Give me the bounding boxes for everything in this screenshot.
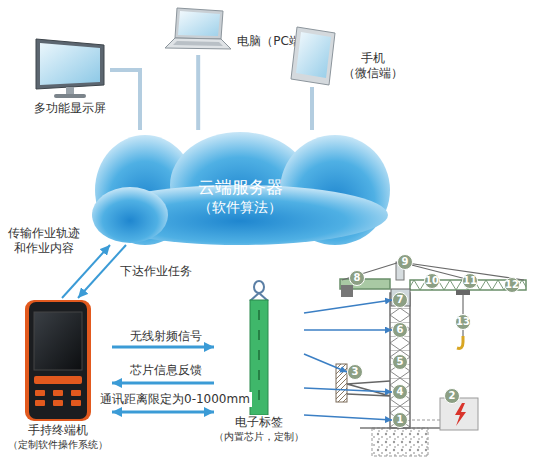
phone-tablet-icon <box>287 25 339 87</box>
connector <box>196 55 200 130</box>
callout-number: 11 <box>463 274 477 288</box>
callout-number: 12 <box>504 277 520 293</box>
counterweight <box>341 285 353 297</box>
node-icon <box>163 5 233 55</box>
handheld-terminal-text: 手持终端机 <box>8 423 108 438</box>
callout-number: 7 <box>397 293 404 307</box>
electronic-tag-text: 电子标签 <box>214 415 304 430</box>
callout-number: 13 <box>455 314 471 330</box>
callout-number: 1 <box>392 412 408 428</box>
text-group: 10 <box>425 274 439 288</box>
connector <box>310 87 314 130</box>
power-cable <box>410 420 440 421</box>
callout-number: 8 <box>354 271 361 285</box>
edge-label: 传输作业轨迹和作业内容 <box>4 226 84 256</box>
callout-number: 3 <box>347 364 363 380</box>
trolley <box>456 290 470 295</box>
connector <box>112 411 214 414</box>
wall-tie <box>347 381 390 396</box>
callout-number: 5 <box>392 354 408 370</box>
text-group: 电子标签（内置芯片，定制） <box>214 415 304 443</box>
electronic-tag-text: （内置芯片，定制） <box>214 430 304 443</box>
handheld-terminal-text: （定制软件操作系统） <box>8 438 108 451</box>
text-group: 多功能显示屏 <box>34 101 106 116</box>
text-group: 8 <box>354 271 361 285</box>
callout-number: 10 <box>424 273 440 289</box>
callout-number: 13 <box>456 315 470 329</box>
lightning-symbol <box>455 403 466 426</box>
connector <box>304 354 347 372</box>
cloud-server: 云端服务器（软件算法） <box>90 130 390 245</box>
callout-number: 9 <box>402 255 409 269</box>
connector <box>112 346 214 349</box>
connector <box>304 388 392 392</box>
display-screen-icon <box>30 35 110 101</box>
text-group: 7 <box>397 293 404 307</box>
text-group: 云端服务器（软件算法） <box>198 176 283 217</box>
text-group: 2 <box>449 389 456 403</box>
text-group: 手持终端机（定制软件操作系统） <box>8 423 108 451</box>
node-icon <box>287 25 339 87</box>
connector <box>304 415 392 420</box>
callout-number: 10 <box>425 274 439 288</box>
callout-number: 4 <box>392 384 408 400</box>
text-group: 13 <box>456 315 470 329</box>
connector <box>110 70 140 130</box>
callout-number: 11 <box>462 273 478 289</box>
text-group: 11 <box>463 274 477 288</box>
edge-label: 芯片信息反馈 <box>128 363 204 378</box>
edge-label: 无线射频信号 <box>128 329 204 344</box>
mast <box>390 293 410 428</box>
electric-box <box>440 398 478 430</box>
hook <box>457 336 463 348</box>
callout-number: 6 <box>392 322 408 338</box>
handheld-terminal: 手持终端机（定制软件操作系统） <box>4 298 112 451</box>
callout-number: 5 <box>397 355 404 369</box>
callout-number: 6 <box>397 323 404 337</box>
text-group: 9 <box>402 255 409 269</box>
callout-number: 7 <box>392 292 408 308</box>
handheld-terminal-icon <box>23 298 93 423</box>
text-group: 4 <box>397 385 404 399</box>
text-group: 5 <box>397 355 404 369</box>
callout-number: 12 <box>505 278 519 292</box>
electronic-tag: 电子标签（内置芯片，定制） <box>214 280 304 443</box>
phone-node-text: （微信端） <box>343 66 403 81</box>
node-icon <box>23 298 93 423</box>
text-group: 1 <box>397 413 404 427</box>
callout-number: 9 <box>397 254 413 270</box>
connector <box>304 329 392 331</box>
text-group: 手机（微信端） <box>339 51 403 87</box>
edge-label: 通讯距离限定为0-1000mm <box>98 392 252 407</box>
callout-number: 2 <box>444 388 460 404</box>
connector <box>112 382 214 385</box>
callout-number: 3 <box>352 365 359 379</box>
display-node-text: 多功能显示屏 <box>34 101 106 116</box>
phone-node: 手机（微信端） <box>287 25 403 87</box>
callout-number: 2 <box>449 389 456 403</box>
laptop-icon <box>163 5 233 55</box>
callout-number: 1 <box>397 413 404 427</box>
text-group: 12 <box>505 278 519 292</box>
phone-node-text: 手机 <box>343 51 403 66</box>
cloud-server-text: （软件算法） <box>198 198 283 217</box>
node-icon <box>30 35 110 101</box>
callout-number: 8 <box>349 270 365 286</box>
connector <box>304 300 392 313</box>
foundation <box>372 428 428 456</box>
pc-node: 电脑（PC端） <box>163 5 313 55</box>
edge-label: 下达作业任务 <box>118 264 194 279</box>
text-group: 6 <box>397 323 404 337</box>
text-group: 3 <box>352 365 359 379</box>
display-node: 多功能显示屏 <box>30 35 110 116</box>
callout-number: 4 <box>397 385 404 399</box>
cloud-server-text: 云端服务器 <box>198 176 283 198</box>
